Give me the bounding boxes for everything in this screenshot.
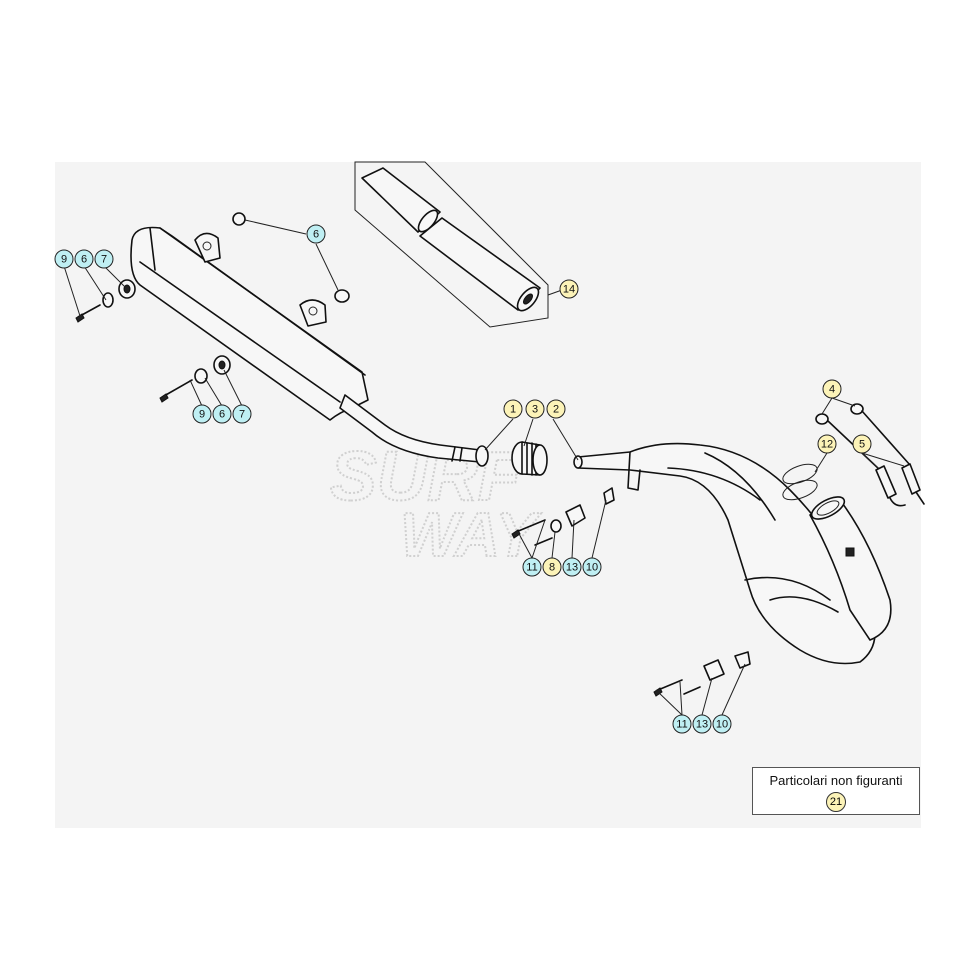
callout-circle	[306, 224, 326, 244]
callout-13-a: 13	[562, 557, 582, 577]
callout-circle	[212, 404, 232, 424]
callout-label: 2	[553, 404, 559, 416]
callout-label: 11	[676, 719, 687, 731]
callout-circle	[692, 714, 712, 734]
callout-11-b: 11	[672, 714, 692, 734]
callout-8: 8	[542, 557, 562, 577]
callout-circle	[542, 557, 562, 577]
callout-6-top: 6	[306, 224, 326, 244]
callout-label: 6	[81, 254, 87, 266]
callout-7-b: 7	[232, 404, 252, 424]
callout-label: 4	[829, 384, 835, 396]
callout-label: 1	[510, 404, 516, 416]
callout-9-b: 9	[192, 404, 212, 424]
hardware-mount-a	[511, 504, 586, 546]
callout-circle	[559, 279, 579, 299]
hardware-left-bottom	[159, 355, 231, 403]
callout-circle	[582, 557, 602, 577]
callout-label: 9	[61, 254, 67, 266]
callout-circle	[672, 714, 692, 734]
callout-3: 3	[525, 399, 545, 419]
callout-9-a: 9	[54, 249, 74, 269]
callout-label: 13	[696, 719, 708, 731]
hardware-mount-b	[653, 659, 725, 697]
callout-label: 12	[821, 439, 833, 451]
callout-12: 12	[817, 434, 837, 454]
callout-1: 1	[503, 399, 523, 419]
callout-label: 6	[219, 409, 225, 421]
callout-13-b: 13	[692, 714, 712, 734]
callout-circle	[822, 379, 842, 399]
callout-circle	[562, 557, 582, 577]
callout-label: 14	[563, 284, 575, 296]
legend-box: Particolari non figuranti 21	[752, 767, 920, 815]
part-5-springs	[875, 463, 925, 507]
callout-circle	[192, 404, 212, 424]
callout-circle	[74, 249, 94, 269]
callout-4: 4	[822, 379, 842, 399]
callout-circle	[852, 434, 872, 454]
callout-6-a: 6	[74, 249, 94, 269]
callout-circle	[546, 399, 566, 419]
callout-10-a: 10	[582, 557, 602, 577]
callout-label: 10	[586, 562, 598, 574]
expansion-chamber	[573, 442, 892, 669]
muffler	[130, 226, 489, 467]
callout-label: 5	[859, 439, 865, 451]
callout-circle	[522, 557, 542, 577]
callout-6-b: 6	[212, 404, 232, 424]
callout-circle	[94, 249, 114, 269]
callout-circle	[712, 714, 732, 734]
callout-5: 5	[852, 434, 872, 454]
callout-2: 2	[546, 399, 566, 419]
callout-label: 13	[566, 562, 578, 574]
callout-10-b: 10	[712, 714, 732, 734]
callout-circle	[232, 404, 252, 424]
callout-circle	[525, 399, 545, 419]
callout-7-a: 7	[94, 249, 114, 269]
callout-label: 6	[313, 229, 319, 241]
part-12-oring	[782, 463, 818, 501]
callout-11-a: 11	[522, 557, 542, 577]
callout-label: 11	[526, 562, 537, 574]
callout-circle	[54, 249, 74, 269]
leader-lines	[63, 219, 905, 716]
part-14-heat-sleeve	[354, 161, 549, 328]
callout-label: 7	[239, 409, 245, 421]
callout-circle	[817, 434, 837, 454]
callout-label: 10	[716, 719, 728, 731]
watermark-line2: WAY	[400, 501, 542, 570]
callout-label: 8	[549, 562, 555, 574]
legend-label: Particolari non figuranti	[769, 773, 903, 788]
legend-number: 21	[826, 792, 846, 812]
callout-label: 7	[101, 254, 107, 266]
part-3-coupling	[511, 441, 548, 476]
callout-label: 3	[532, 404, 538, 416]
callout-14: 14	[559, 279, 579, 299]
callout-circle	[503, 399, 523, 419]
callout-label: 9	[199, 409, 205, 421]
